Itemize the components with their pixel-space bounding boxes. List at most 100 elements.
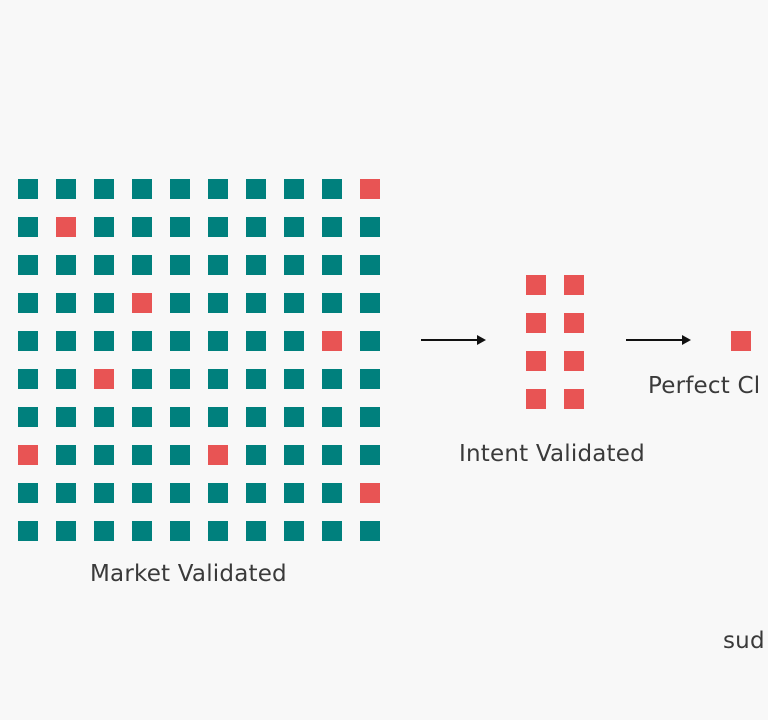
market-cell (360, 217, 380, 237)
market-cell (18, 293, 38, 313)
intent-cell (564, 389, 584, 409)
market-cell (322, 445, 342, 465)
arrow-right-icon (626, 334, 692, 346)
market-cell (284, 255, 304, 275)
market-cell (246, 217, 266, 237)
market-cell (246, 445, 266, 465)
market-cell (284, 179, 304, 199)
market-cell (360, 521, 380, 541)
market-cell (208, 217, 228, 237)
perfect-label: Perfect Cl (648, 373, 761, 399)
market-cell (360, 255, 380, 275)
market-cell (56, 445, 76, 465)
market-cell (18, 255, 38, 275)
market-cell (360, 407, 380, 427)
intent-validated-label: Intent Validated (459, 441, 645, 467)
market-cell (170, 407, 190, 427)
market-cell (246, 369, 266, 389)
market-cell (360, 369, 380, 389)
market-cell (170, 255, 190, 275)
intent-cell (526, 275, 546, 295)
market-cell (208, 179, 228, 199)
market-cell (322, 407, 342, 427)
market-cell (132, 331, 152, 351)
market-validated-grid (18, 179, 380, 541)
market-cell (18, 217, 38, 237)
market-cell (360, 331, 380, 351)
intent-cell (564, 351, 584, 371)
market-cell (208, 255, 228, 275)
perfect-match-square (731, 331, 751, 351)
market-cell-highlighted (56, 217, 76, 237)
market-cell (284, 521, 304, 541)
market-cell (208, 407, 228, 427)
market-cell (170, 483, 190, 503)
market-cell-highlighted (18, 445, 38, 465)
market-cell (94, 217, 114, 237)
market-cell (284, 445, 304, 465)
market-cell (56, 179, 76, 199)
market-cell (56, 483, 76, 503)
market-cell (18, 369, 38, 389)
market-cell-highlighted (132, 293, 152, 313)
market-cell (18, 483, 38, 503)
market-cell (132, 483, 152, 503)
market-cell (208, 521, 228, 541)
market-cell (322, 179, 342, 199)
market-cell-highlighted (360, 179, 380, 199)
market-cell (94, 331, 114, 351)
market-cell (94, 521, 114, 541)
market-cell (246, 407, 266, 427)
intent-cell (564, 275, 584, 295)
market-cell (170, 179, 190, 199)
market-cell (322, 369, 342, 389)
market-cell (360, 445, 380, 465)
market-cell-highlighted (360, 483, 380, 503)
market-cell (18, 331, 38, 351)
market-cell (170, 217, 190, 237)
market-cell (170, 521, 190, 541)
market-cell (246, 331, 266, 351)
market-cell (170, 445, 190, 465)
footer-partial-text: sud (723, 628, 765, 654)
market-cell (132, 521, 152, 541)
intent-cell (526, 313, 546, 333)
market-cell (284, 293, 304, 313)
market-cell (208, 293, 228, 313)
market-cell (284, 483, 304, 503)
market-cell (322, 293, 342, 313)
market-cell (246, 521, 266, 541)
market-cell (284, 407, 304, 427)
market-cell (284, 217, 304, 237)
market-cell (132, 445, 152, 465)
market-cell (94, 179, 114, 199)
market-cell (56, 293, 76, 313)
market-cell (322, 521, 342, 541)
market-cell (94, 483, 114, 503)
intent-cell (564, 313, 584, 333)
market-cell (94, 445, 114, 465)
market-cell (322, 217, 342, 237)
market-cell (170, 331, 190, 351)
market-cell (322, 255, 342, 275)
market-cell (18, 521, 38, 541)
market-cell (170, 369, 190, 389)
market-cell (246, 293, 266, 313)
market-cell (132, 217, 152, 237)
market-cell (132, 369, 152, 389)
market-cell (322, 483, 342, 503)
arrow-right-icon (421, 334, 487, 346)
market-cell (208, 369, 228, 389)
market-cell (208, 331, 228, 351)
market-cell (132, 179, 152, 199)
market-cell (56, 331, 76, 351)
market-cell-highlighted (208, 445, 228, 465)
market-cell (284, 331, 304, 351)
market-cell (56, 369, 76, 389)
market-cell (56, 407, 76, 427)
market-validated-label: Market Validated (90, 561, 287, 587)
market-cell (18, 179, 38, 199)
market-cell (94, 255, 114, 275)
market-cell (94, 293, 114, 313)
market-cell (94, 407, 114, 427)
